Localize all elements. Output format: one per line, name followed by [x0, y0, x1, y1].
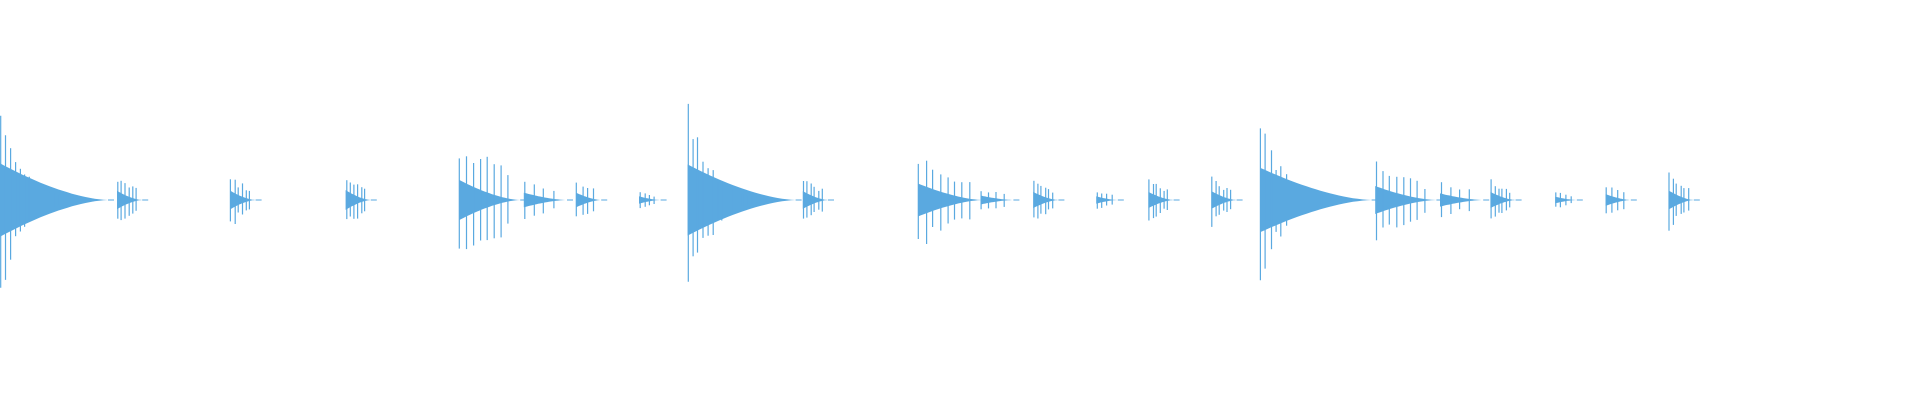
waveform-hit: [639, 192, 667, 209]
waveform-hit: [687, 103, 802, 282]
waveform-hit: [1211, 176, 1243, 227]
waveform-envelope: [459, 179, 521, 221]
waveform-hit: [458, 156, 527, 250]
waveform-hit: [117, 180, 149, 221]
waveform-hit: [1033, 180, 1065, 219]
waveform-envelope: [523, 192, 567, 208]
waveform-envelope: [918, 183, 983, 217]
waveform-envelope: [576, 192, 602, 208]
waveform-hit: [917, 160, 989, 244]
waveform-envelope: [1148, 191, 1174, 209]
waveform-hit: [345, 180, 377, 220]
waveform-envelope: [802, 191, 828, 209]
waveform-hit: [0, 115, 114, 288]
waveform-envelope: [1375, 186, 1437, 214]
waveform-hit: [1096, 192, 1124, 209]
waveform-envelope: [687, 164, 796, 236]
waveform-hit: [1605, 187, 1637, 214]
waveform-envelope: [1490, 191, 1516, 209]
waveform-hit: [1259, 128, 1378, 281]
waveform-envelope: [981, 195, 1014, 205]
waveform-envelope: [1440, 193, 1484, 207]
waveform-hit: [229, 179, 262, 224]
waveform-hit: [980, 191, 1020, 210]
waveform-hit: [1490, 179, 1522, 219]
waveform-hit: [1440, 182, 1490, 218]
waveform-hit: [1375, 161, 1443, 241]
waveform-hit: [1555, 192, 1583, 208]
waveform-hit: [1668, 172, 1700, 231]
waveform-hit: [802, 181, 834, 219]
waveform-hits: [0, 103, 1700, 288]
waveform-hit: [1148, 179, 1180, 221]
waveform-hit: [523, 181, 573, 219]
waveform-hit: [575, 182, 608, 217]
